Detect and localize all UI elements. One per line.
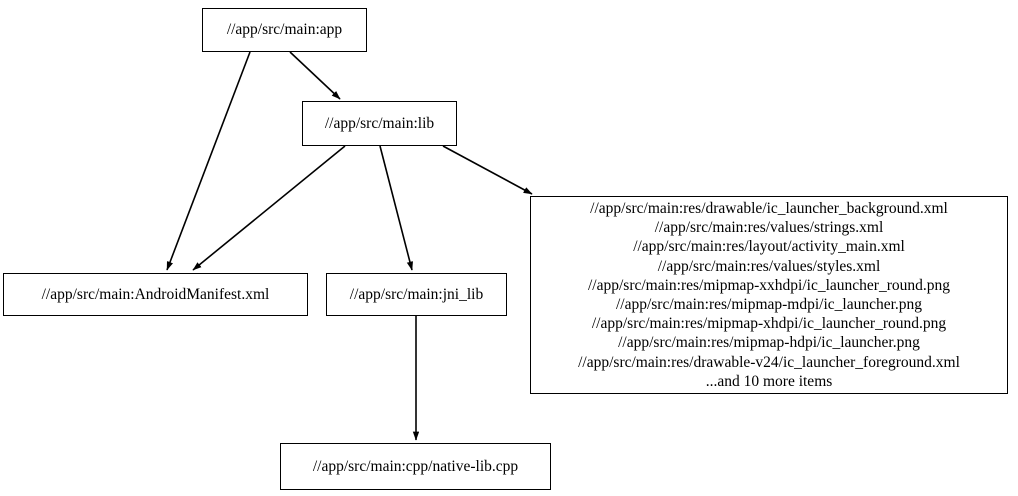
res-bundle-line: //app/src/main:res/mipmap-xhdpi/ic_launc…: [591, 315, 947, 333]
node-res-bundle[interactable]: //app/src/main:res/drawable/ic_launcher_…: [530, 196, 1008, 394]
res-bundle-line: //app/src/main:res/mipmap-mdpi/ic_launch…: [615, 296, 923, 313]
edge-lib-to-manifest: [192, 145, 346, 271]
edge-lib-to-res: [442, 145, 533, 195]
edge-app-to-lib: [289, 51, 341, 100]
node-res-bundle-lines: //app/src/main:res/drawable/ic_launcher_…: [531, 199, 1007, 391]
node-app-label: //app/src/main:app: [226, 21, 343, 39]
res-bundle-line: //app/src/main:res/layout/activity_main.…: [633, 238, 905, 256]
res-bundle-line: //app/src/main:res/drawable/ic_launcher_…: [590, 199, 948, 217]
res-bundle-line: //app/src/main:res/mipmap-hdpi/ic_launch…: [618, 334, 920, 352]
res-bundle-line: //app/src/main:res/drawable-v24/ic_launc…: [578, 353, 960, 371]
edge-app-to-manifest: [166, 51, 251, 271]
node-jni-lib[interactable]: //app/src/main:jni_lib: [326, 273, 507, 316]
node-jni-lib-label: //app/src/main:jni_lib: [349, 285, 484, 303]
edge-lib-to-jni-lib: [379, 145, 413, 271]
node-android-manifest[interactable]: //app/src/main:AndroidManifest.xml: [3, 273, 308, 316]
node-app[interactable]: //app/src/main:app: [202, 8, 367, 52]
res-bundle-line: //app/src/main:res/values/strings.xml: [654, 219, 884, 237]
node-lib[interactable]: //app/src/main:lib: [302, 101, 457, 146]
node-native-lib-cpp[interactable]: //app/src/main:cpp/native-lib.cpp: [280, 443, 551, 490]
res-bundle-line: //app/src/main:res/values/styles.xml: [657, 257, 881, 275]
res-bundle-line: ...and 10 more items: [705, 372, 833, 390]
node-native-lib-cpp-label: //app/src/main:cpp/native-lib.cpp: [312, 457, 519, 475]
node-android-manifest-label: //app/src/main:AndroidManifest.xml: [41, 285, 270, 303]
res-bundle-line: //app/src/main:res/mipmap-xxhdpi/ic_laun…: [587, 276, 950, 294]
node-lib-label: //app/src/main:lib: [324, 114, 435, 132]
